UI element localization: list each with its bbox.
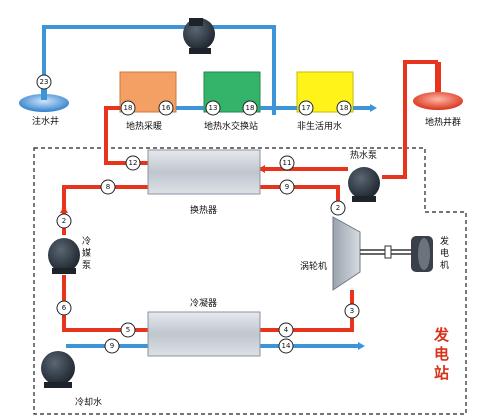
marker-9-bottom: 9 [110, 342, 114, 350]
injection-well-label: 注水井 [32, 117, 60, 127]
hot-water-pump-label: 热水泵 [350, 151, 378, 161]
generator-label: 发电机 [440, 237, 450, 271]
marker-2-left: 2 [62, 217, 66, 225]
marker-9-top: 9 [285, 183, 289, 191]
district-pump [183, 18, 215, 54]
injection-well [19, 86, 69, 112]
marker-18-station: 18 [246, 104, 255, 112]
marker-2-right: 2 [336, 204, 340, 212]
condenser [147, 311, 261, 357]
marker-12: 12 [129, 159, 138, 167]
marker-8-left: 8 [106, 183, 110, 191]
marker-4: 4 [284, 326, 289, 334]
turbine-shaft [360, 245, 412, 259]
marker-18-heating: 18 [124, 104, 133, 112]
geothermal-heating-label: 地热采暖 [126, 122, 163, 132]
cooling-water-label: 冷却水 [75, 398, 103, 408]
heat-exchanger [147, 149, 261, 195]
hx-station-label: 地热水交换站 [204, 122, 259, 132]
marker-23: 23 [40, 78, 49, 86]
generator [411, 236, 433, 272]
heat-exchanger-label: 换热器 [190, 206, 218, 216]
geothermal-well-label: 地热井群 [425, 118, 462, 128]
cooling-water-pump [41, 351, 75, 388]
hot-water-pump [348, 167, 380, 202]
marker-18-domestic: 18 [340, 104, 349, 112]
marker-5: 5 [126, 326, 130, 334]
marker-11: 11 [283, 159, 292, 167]
geothermal-supply-pipe [382, 60, 438, 179]
turbine-label: 涡轮机 [300, 262, 328, 272]
power-station-boundary [33, 147, 467, 415]
district-cold-loop [42, 25, 276, 115]
marker-6: 6 [62, 304, 67, 312]
power-station-label: 发电站 [434, 326, 450, 382]
domestic-water-label: 非生活用水 [297, 122, 343, 132]
cooling-medium-pump [48, 238, 80, 274]
marker-17: 17 [302, 104, 311, 112]
marker-14: 14 [282, 342, 291, 350]
cooling-pump-label: 冷媒泵 [82, 237, 92, 271]
marker-16: 16 [162, 104, 171, 112]
loop-arrow-up [60, 206, 68, 213]
hx-inflow-arrow [258, 165, 265, 173]
condenser-label: 冷凝器 [190, 299, 218, 309]
cooling-outflow-arrow [358, 342, 365, 350]
geothermal-well [413, 62, 463, 110]
marker-13: 13 [209, 104, 218, 112]
outflow-arrow [370, 104, 377, 112]
box-link-pipes [104, 106, 370, 112]
marker-3: 3 [350, 307, 354, 315]
turbine [332, 216, 361, 291]
